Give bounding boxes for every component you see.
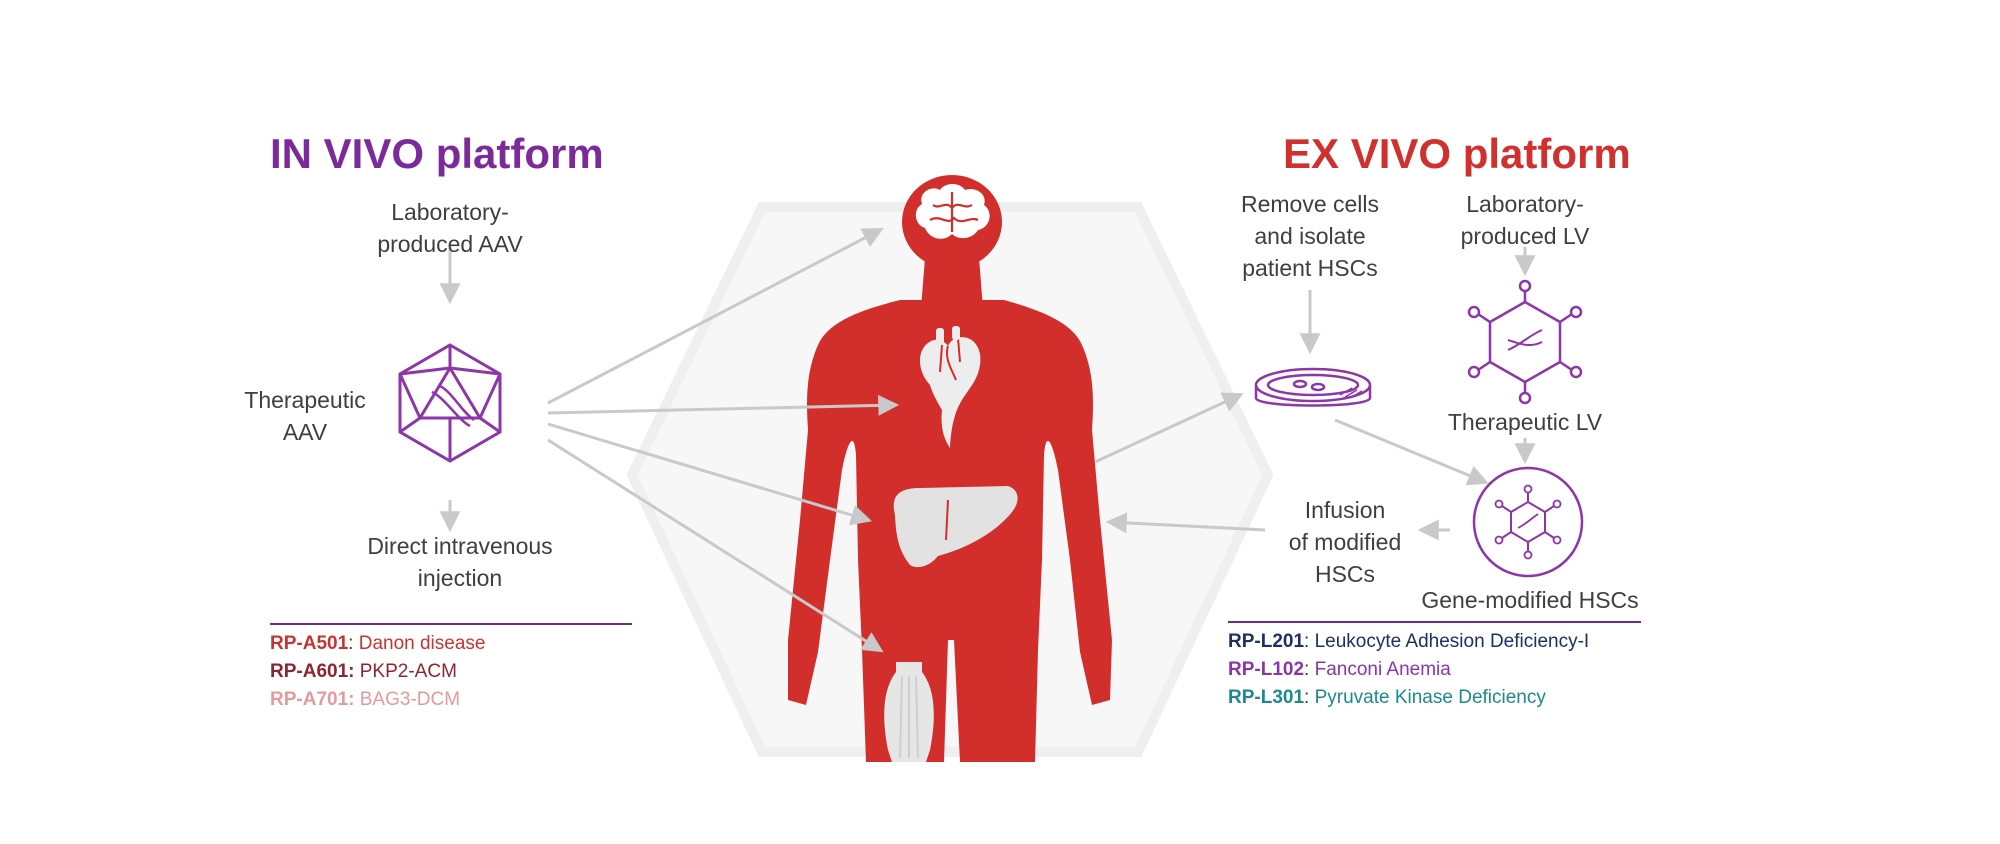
program-rp-a701: RP-A701: BAG3-DCM [270, 686, 485, 714]
delivery-label: Direct intravenous injection [330, 530, 590, 594]
aav-capsid-icon [398, 343, 502, 463]
lentivirus-icon [1467, 279, 1583, 405]
muscle-icon [884, 662, 934, 762]
program-separator: : [1304, 687, 1310, 708]
program-code: RP-A601: [270, 661, 355, 682]
program-rp-l201: RP-L201: Leukocyte Adhesion Deficiency-I [1228, 628, 1589, 656]
program-code: RP-L201 [1228, 631, 1305, 652]
therapeutic-aav-label: Therapeutic AAV [220, 384, 390, 448]
program-rp-l102: RP-L102: Fanconi Anemia [1228, 656, 1589, 684]
remove-cells-line2: and isolate [1254, 223, 1366, 249]
delivery-line1: Direct intravenous [367, 533, 553, 559]
in-vivo-source-line2: produced AAV [377, 231, 523, 257]
gene-modified-hscs-label: Gene-modified HSCs [1421, 587, 1639, 613]
arrows [439, 228, 1536, 653]
program-rp-a501: RP-A501: Danon disease [270, 630, 485, 658]
remove-cells-line1: Remove cells [1240, 191, 1380, 217]
therapeutic-lv-label: Therapeutic LV [1447, 409, 1603, 435]
program-name: BAG3-DCM [354, 689, 461, 710]
ex-vivo-divider [1228, 621, 1641, 623]
infusion-label: Infusion of modified HSCs [1255, 494, 1435, 590]
liver-icon [893, 486, 1018, 568]
program-name: Fanconi Anemia [1309, 659, 1451, 680]
program-code: RP-A501 [270, 633, 349, 654]
infusion-line3: HSCs [1314, 561, 1376, 587]
ex-vivo-source-line2: produced LV [1460, 223, 1590, 249]
program-code: RP-A701: [270, 689, 355, 710]
program-name: Leukocyte Adhesion Deficiency-I [1309, 631, 1590, 652]
in-vivo-source-label: Laboratory- produced AAV [330, 196, 570, 260]
program-rp-l301: RP-L301: Pyruvate Kinase Deficiency [1228, 684, 1589, 712]
ex-vivo-title: EX VIVO platform [1283, 130, 1631, 177]
in-vivo-source-line1: Laboratory- [391, 199, 509, 225]
therapeutic-aav-line2: AAV [282, 419, 328, 445]
ex-vivo-source-label: Laboratory- produced LV [1420, 188, 1630, 252]
in-vivo-divider [270, 623, 632, 625]
heart-icon [919, 326, 981, 448]
ex-vivo-programs: RP-L201: Leukocyte Adhesion Deficiency-I… [1228, 628, 1589, 712]
program-separator: : [348, 633, 354, 654]
program-rp-a601: RP-A601: PKP2-ACM [270, 658, 485, 686]
program-name: Danon disease [353, 633, 486, 654]
delivery-line2: injection [417, 565, 503, 591]
program-name: PKP2-ACM [354, 661, 457, 682]
program-name: Pyruvate Kinase Deficiency [1309, 687, 1546, 708]
infusion-line1: Infusion [1304, 497, 1386, 523]
program-separator: : [1304, 659, 1310, 680]
brain-icon [915, 184, 990, 239]
program-code: RP-L102 [1228, 659, 1305, 680]
remove-cells-label: Remove cells and isolate patient HSCs [1210, 188, 1410, 284]
remove-cells-line3: patient HSCs [1242, 255, 1378, 281]
in-vivo-title: IN VIVO platform [270, 130, 604, 177]
infusion-line2: of modified [1288, 529, 1402, 555]
program-separator: : [1304, 631, 1310, 652]
ex-vivo-source-line1: Laboratory- [1466, 191, 1584, 217]
program-code: RP-L301 [1228, 687, 1305, 708]
modified-cell-icon [1472, 466, 1584, 578]
therapeutic-aav-line1: Therapeutic [244, 387, 366, 413]
in-vivo-programs: RP-A501: Danon disease RP-A601: PKP2-ACM… [270, 630, 485, 714]
petri-dish-icon [1254, 367, 1372, 407]
